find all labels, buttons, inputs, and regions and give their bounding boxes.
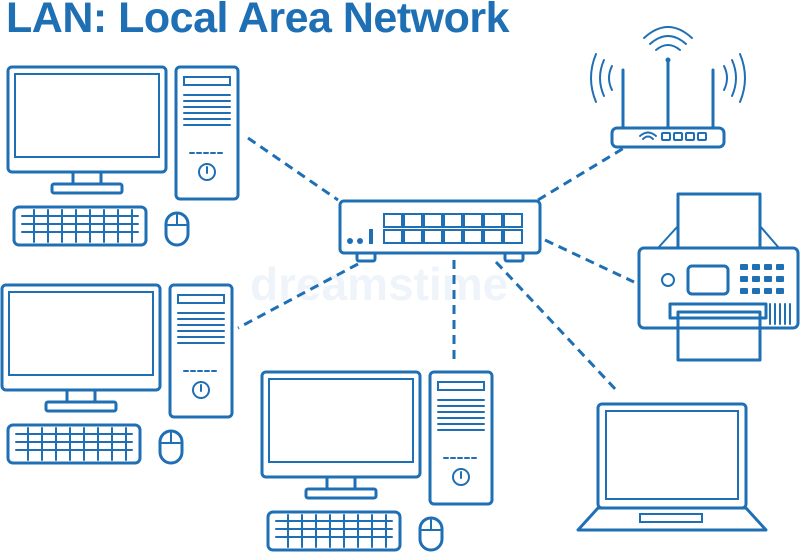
- link-switch-pc-middle-left: [237, 262, 359, 330]
- watermark-text: dreamstime: [250, 258, 508, 310]
- desktop-computer-icon: [260, 370, 494, 552]
- printer-icon: [637, 192, 800, 362]
- switch-icon: [338, 199, 542, 263]
- desktop-computer-icon: [0, 283, 234, 465]
- network-links: [237, 136, 635, 394]
- link-switch-printer: [544, 238, 635, 284]
- router-icon: [590, 26, 746, 149]
- link-switch-pc-top-left: [247, 136, 339, 202]
- laptop-icon: [576, 402, 768, 532]
- desktop-computer-icon: [6, 65, 240, 247]
- link-switch-router: [537, 146, 625, 202]
- diagram-title: LAN: Local Area Network: [6, 0, 510, 42]
- link-switch-laptop: [494, 260, 620, 394]
